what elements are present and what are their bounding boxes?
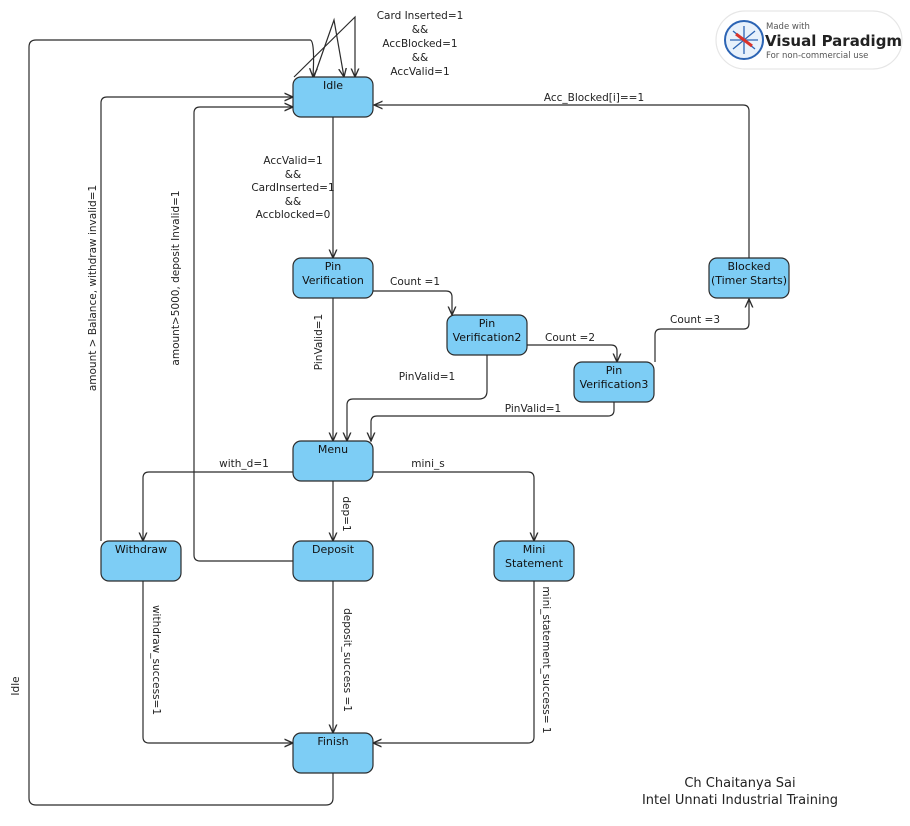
watermark-made-with: Made with	[766, 22, 810, 32]
svg-text:CardInserted=1: CardInserted=1	[251, 182, 334, 194]
svg-text:Pin: Pin	[606, 364, 622, 377]
label-withdraw-to-finish: withdraw_success=1	[150, 605, 162, 715]
edge-pin2-to-pin3	[527, 344, 617, 362]
edge-finish-to-idle	[28, 39, 334, 806]
state-mini-statement[interactable]: Mini Statement	[493, 540, 575, 582]
svg-text:AccValid=1: AccValid=1	[390, 66, 449, 78]
svg-text:Pin: Pin	[479, 317, 495, 330]
svg-text:AccBlocked=1: AccBlocked=1	[382, 38, 457, 50]
svg-text:Menu: Menu	[318, 443, 348, 456]
label-pin3-to-blocked: Count =3	[670, 314, 720, 326]
state-pin-verification2[interactable]: Pin Verification2	[446, 314, 528, 356]
label-pin3-to-menu: PinValid=1	[505, 403, 561, 415]
label-menu-to-withdraw: with_d=1	[219, 458, 269, 470]
state-menu[interactable]: Menu	[292, 440, 374, 482]
svg-text:Verification: Verification	[302, 274, 364, 287]
state-idle[interactable]: Idle	[292, 76, 374, 118]
svg-text:Deposit: Deposit	[312, 543, 355, 556]
svg-text:Idle: Idle	[323, 79, 343, 92]
svg-text:&&: &&	[412, 52, 428, 64]
label-pin2-to-pin3: Count =2	[545, 332, 595, 344]
visual-paradigm-watermark: Made with Visual Paradigm For non-commer…	[715, 10, 903, 70]
watermark-note: For non-commercial use	[766, 51, 868, 61]
edge-deposit-to-idle	[193, 107, 293, 562]
edge-withdraw-to-idle	[100, 97, 293, 541]
label-withdraw-to-idle: amount > Balance, withdraw invalid=1	[87, 185, 99, 391]
footer-author: Ch Chaitanya Sai	[684, 776, 795, 791]
svg-text:Withdraw: Withdraw	[115, 543, 167, 556]
state-pin-verification3[interactable]: Pin Verification3	[573, 361, 655, 403]
svg-text:Mini: Mini	[523, 543, 546, 556]
label-menu-to-deposit: dep=1	[340, 496, 352, 531]
label-pin2-to-menu: PinValid=1	[399, 371, 455, 383]
svg-text:Verification2: Verification2	[453, 331, 522, 344]
label-finish-to-idle: Idle	[10, 676, 22, 695]
svg-text:Blocked: Blocked	[727, 260, 770, 273]
edge-pin3-to-menu	[371, 402, 615, 441]
edge-pin-to-pin2	[373, 290, 452, 315]
state-withdraw[interactable]: Withdraw	[100, 540, 182, 582]
svg-text:Accblocked=0: Accblocked=0	[256, 209, 331, 221]
edge-idle-self-loop	[293, 15, 355, 77]
edge-withdraw-to-finish	[142, 581, 293, 743]
label-pin-to-menu: PinValid=1	[313, 314, 325, 370]
svg-text:Pin: Pin	[325, 260, 341, 273]
state-deposit[interactable]: Deposit	[292, 540, 374, 582]
svg-text:Card Inserted=1: Card Inserted=1	[377, 10, 464, 22]
label-deposit-to-idle: amount>5000, deposit Invalid=1	[170, 190, 182, 365]
footer-org: Intel Unnati Industrial Training	[642, 793, 838, 808]
svg-text:Verification3: Verification3	[580, 378, 649, 391]
edge-pin2-to-menu	[347, 355, 488, 441]
svg-text:&&: &&	[285, 196, 301, 208]
label-pin-to-pin2: Count =1	[390, 276, 440, 288]
state-blocked[interactable]: Blocked (Timer Starts)	[708, 257, 790, 299]
edge-menu-to-withdraw	[143, 471, 293, 541]
label-idle-to-pin: AccValid=1 && CardInserted=1 && Accblock…	[251, 155, 334, 221]
label-idle-self-loop: Card Inserted=1 && AccBlocked=1 && AccVa…	[377, 10, 464, 78]
edge-blocked-to-idle	[374, 105, 750, 258]
state-finish[interactable]: Finish	[292, 732, 374, 774]
label-menu-to-mini: mini_s	[411, 458, 444, 470]
svg-text:Statement: Statement	[505, 557, 564, 570]
edge-mini-to-finish	[373, 581, 535, 743]
state-pin-verification[interactable]: Pin Verification	[292, 257, 374, 299]
edge-menu-to-mini	[373, 471, 534, 541]
visual-paradigm-logo-icon	[724, 20, 764, 60]
svg-text:&&: &&	[285, 169, 301, 181]
label-blocked-to-idle: Acc_Blocked[i]==1	[544, 92, 644, 104]
edge-pin3-to-blocked	[654, 299, 749, 362]
svg-text:(Timer Starts): (Timer Starts)	[711, 274, 787, 287]
svg-text:&&: &&	[412, 24, 428, 36]
watermark-brand: Visual Paradigm	[765, 32, 902, 50]
svg-text:Finish: Finish	[317, 735, 348, 748]
label-deposit-to-finish: deposit_success =1	[341, 608, 353, 712]
svg-text:AccValid=1: AccValid=1	[263, 155, 322, 167]
label-mini-to-finish: mini_statement_success= 1	[540, 586, 552, 733]
